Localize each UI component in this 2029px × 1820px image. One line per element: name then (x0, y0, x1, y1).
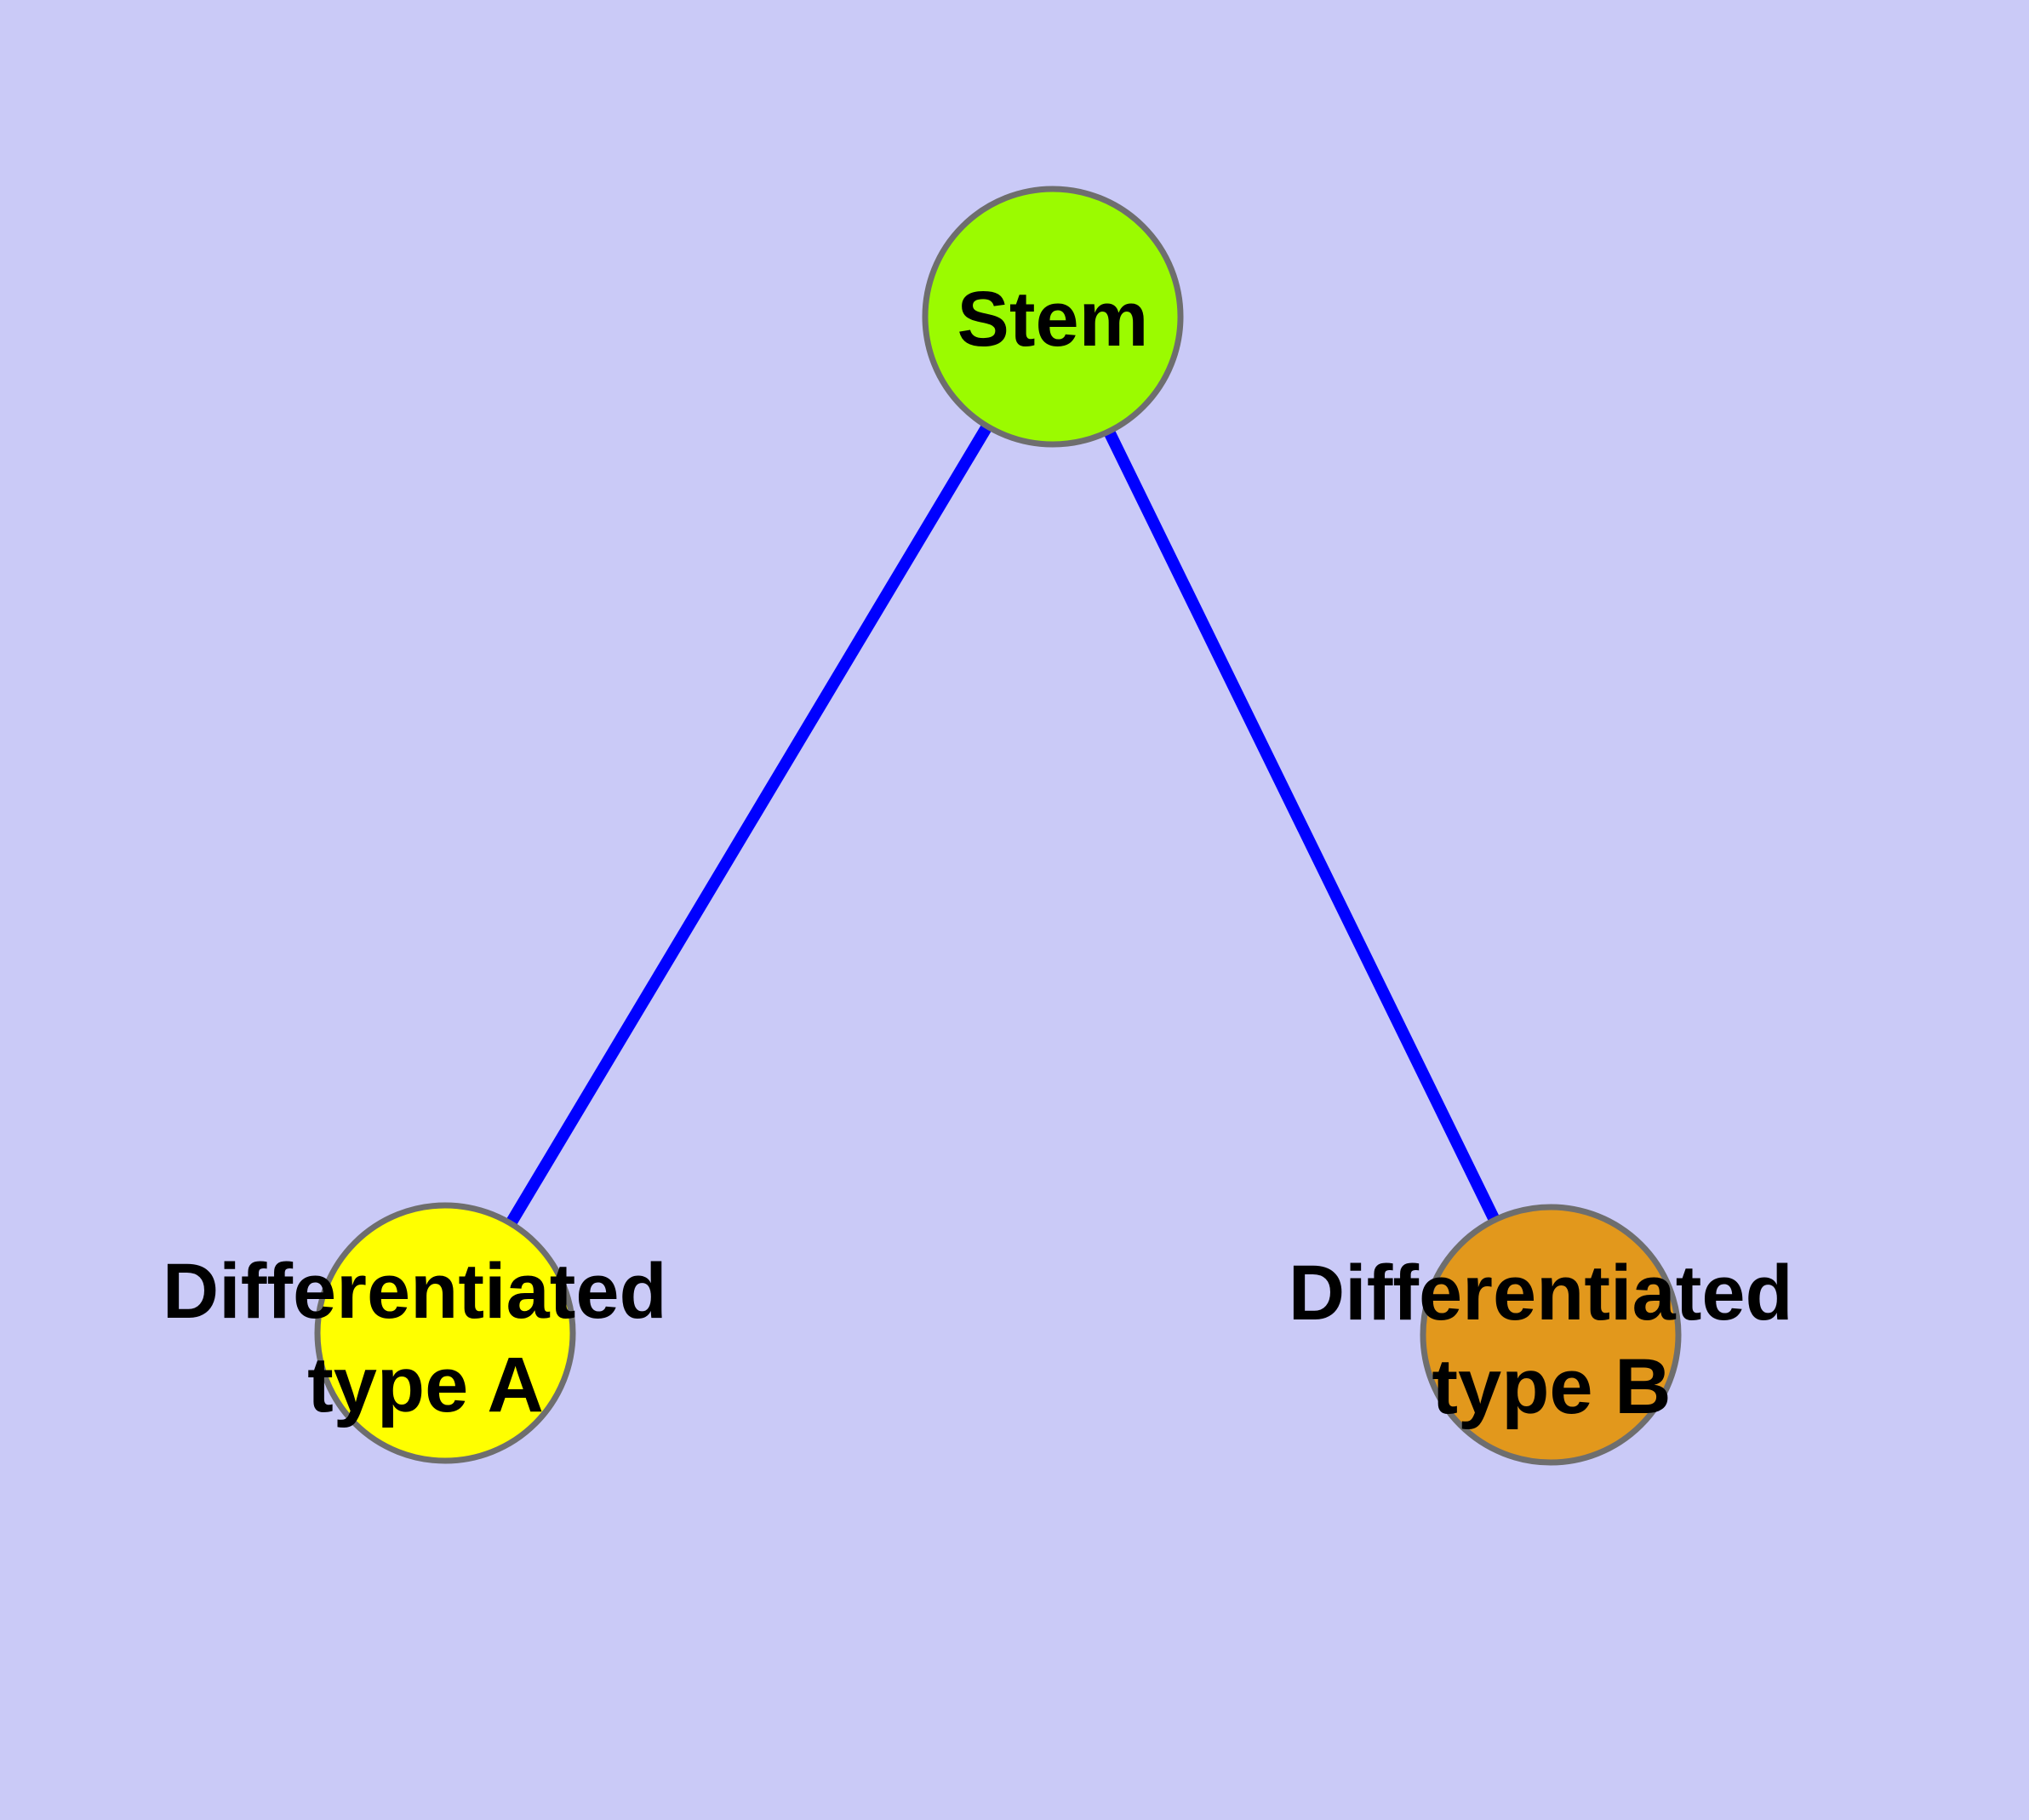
node-type-b-label: Differentiated type B (1289, 1250, 1815, 1430)
node-type-a-label-line1: Differentiated (163, 1248, 667, 1335)
node-type-b-label-line1: Differentiated (1289, 1250, 1793, 1336)
node-type-a-circle (314, 1202, 576, 1464)
node-type-a-label-line2: type A (307, 1342, 544, 1428)
node-type-b-circle (1420, 1204, 1682, 1466)
node-type-b-label-line2: type B (1432, 1343, 1671, 1430)
node-type-a: Differentiated type A (163, 1202, 689, 1464)
node-stem: Stem (922, 186, 1184, 448)
node-stem-circle (922, 186, 1184, 448)
node-stem-label: Stem (957, 276, 1149, 363)
node-type-a-label: Differentiated type A (163, 1248, 689, 1428)
edge-stem-to-type-a (439, 313, 1059, 1336)
node-type-b: Differentiated type B (1289, 1204, 1815, 1466)
edge-stem-to-type-b (1047, 313, 1557, 1338)
